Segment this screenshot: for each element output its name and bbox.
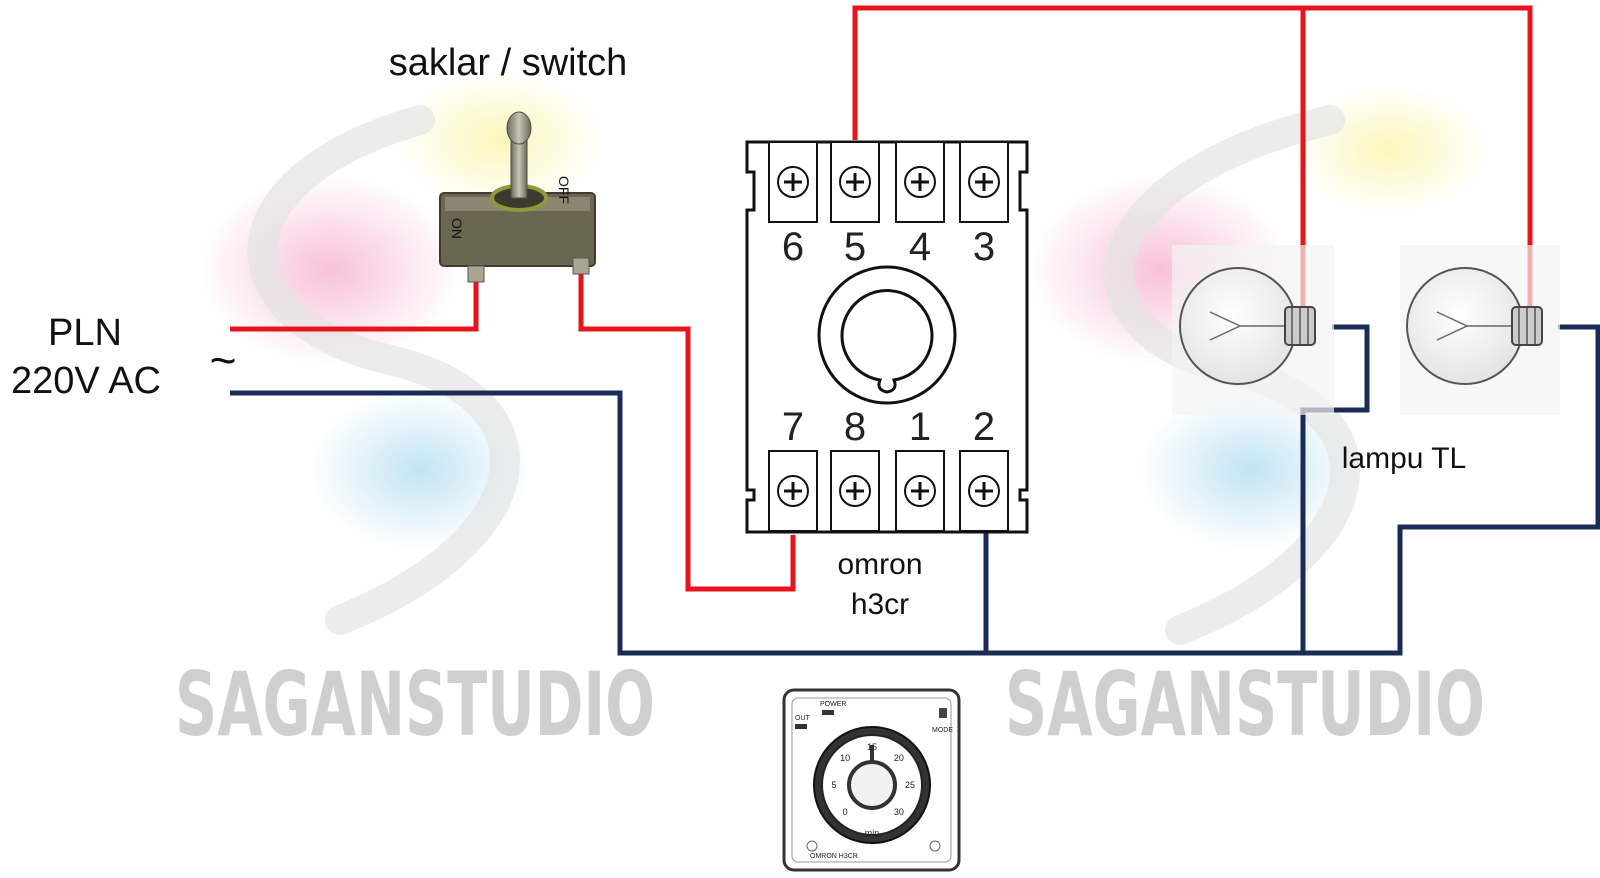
terminal-number-2: 2: [973, 405, 995, 449]
watermark-text-left: SAGANSTUDIO: [175, 653, 655, 756]
dial-mark-10: 10: [840, 753, 850, 763]
terminal-screw-4: [895, 141, 945, 223]
toggle-switch: ON OFF: [439, 111, 596, 283]
dial-mark-15: 15: [867, 742, 877, 752]
lamp-2: [1400, 245, 1560, 415]
dial-mark-30: 30: [894, 807, 904, 817]
timer-label-brand: omron: [837, 548, 922, 581]
wire-pln-to-switch: [230, 282, 479, 332]
ac-symbol: ~: [210, 334, 237, 386]
source-label-pln: PLN: [48, 312, 122, 354]
terminal-screw-8: [830, 450, 880, 532]
switch-label: saklar / switch: [389, 42, 628, 84]
timer-out-label: OUT: [795, 715, 811, 722]
wire-pln-neutral: [230, 324, 1600, 656]
dial-mark-0: 0: [843, 807, 848, 817]
terminal-screw-1: [895, 450, 945, 532]
terminal-screw-7: [768, 450, 818, 532]
timer-dial-scale: 0 5 10 15 20 25 30: [831, 742, 915, 817]
terminal-number-3: 3: [973, 225, 995, 269]
terminal-screw-6: [768, 141, 818, 223]
source-label-voltage: 220V AC: [11, 360, 161, 402]
dial-mark-5: 5: [831, 780, 836, 790]
watermark-text-right: SAGANSTUDIO: [1005, 653, 1485, 756]
terminal-number-7: 7: [782, 405, 804, 449]
wire-terminal-5-to-lamps: [852, 5, 1533, 318]
terminal-number-5: 5: [844, 225, 866, 269]
timer-front-view: POWER OUT MODE 0 5 10 15 20 25 30 min OMRON H3…: [782, 688, 961, 872]
terminal-number-6: 6: [782, 225, 804, 269]
switch-marking-on: ON: [449, 218, 465, 239]
terminal-screw-3: [959, 141, 1009, 223]
lamp-1: [1172, 245, 1334, 415]
timer-mode-label: MODE: [932, 727, 953, 734]
dial-mark-20: 20: [894, 753, 904, 763]
terminal-number-1: 1: [909, 405, 931, 449]
dial-mark-25: 25: [905, 780, 915, 790]
terminal-number-8: 8: [844, 405, 866, 449]
terminal-number-4: 4: [909, 225, 931, 269]
socket-key-hole: [840, 289, 934, 394]
lamps-label: lampu TL: [1342, 442, 1467, 475]
timer-brand-label: OMRON H3CR: [810, 853, 858, 860]
terminal-screw-2: [959, 450, 1009, 532]
wire-switch-to-terminal-7: [578, 270, 796, 592]
timer-power-label: POWER: [820, 701, 846, 708]
switch-marking-off: OFF: [556, 176, 572, 204]
watermark-logo-left: [200, 70, 605, 635]
terminal-screw-5: [830, 141, 880, 223]
wire-lamp-1-return: [1300, 324, 1370, 653]
socket-center-ring: [817, 265, 957, 405]
timer-unit-label: min: [865, 828, 880, 838]
neutral-wires: [230, 324, 1600, 656]
timer-label-model: h3cr: [851, 588, 909, 621]
